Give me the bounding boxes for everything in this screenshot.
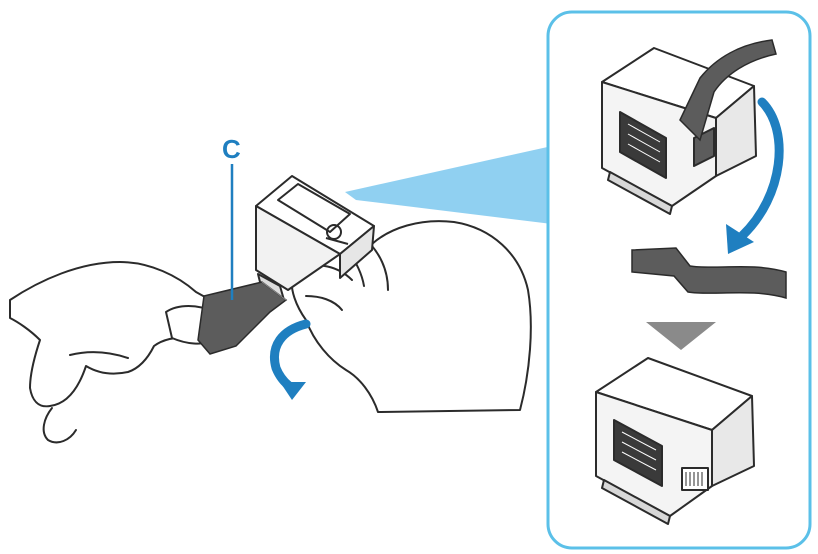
zoom-beam: [345, 146, 552, 224]
left-hand: [9, 261, 226, 408]
peel-direction-arrow-icon: [270, 319, 311, 400]
cartridge-tape-removed: [595, 357, 755, 525]
removed-tape-strip: [631, 247, 787, 300]
step-arrow-icon: [646, 322, 716, 350]
callout-label-c: C: [222, 134, 241, 164]
inset-peel-arrow-icon: [726, 97, 784, 254]
tape-lifting: [679, 39, 777, 142]
ink-cartridge: [255, 175, 375, 301]
